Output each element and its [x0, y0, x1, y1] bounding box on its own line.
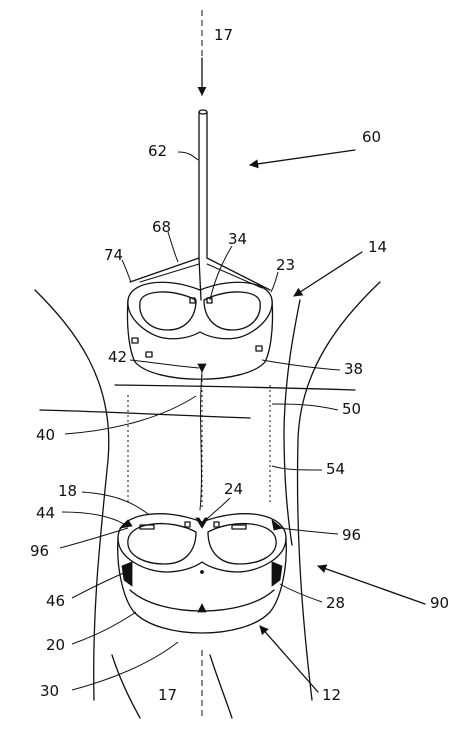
vessel-walls: [34, 281, 381, 719]
label-42: 42: [108, 348, 127, 366]
leader-96-left: [59, 527, 129, 549]
leader-20: [71, 611, 137, 645]
leader-90: [317, 564, 426, 605]
upper-tab-2: [145, 351, 153, 358]
label-14: 14: [368, 238, 387, 256]
lower-arrowhead: [197, 603, 207, 613]
lower-tab-1: [184, 521, 191, 528]
label-60: 60: [362, 128, 381, 146]
label-38: 38: [344, 360, 363, 378]
upper-tab-3: [255, 345, 263, 352]
lower-tab-2: [213, 521, 220, 528]
lower-lobe-right: [207, 522, 277, 565]
leader-96-right: [279, 527, 339, 535]
lower-clip-left: [121, 561, 133, 587]
lower-v-notch: [195, 517, 209, 529]
leader-24: [205, 497, 231, 521]
label-62: 62: [148, 142, 167, 160]
strut-center: [198, 257, 202, 301]
rod-62: [198, 109, 208, 259]
leader-23: [270, 271, 279, 293]
label-17-top: 17: [214, 26, 233, 44]
leader-40: [64, 395, 197, 435]
label-54: 54: [326, 460, 345, 478]
label-74: 74: [104, 246, 123, 264]
leader-54: [271, 465, 323, 471]
lower-anchor-12: [117, 513, 287, 634]
label-96-right: 96: [342, 526, 361, 544]
upper-lobe-right: [203, 291, 261, 331]
label-17-bottom: 17: [158, 686, 177, 704]
leader-12: [259, 625, 319, 693]
reference-labels: 17 60 62 68 74 34 23 14 42 38 40 50 54 1…: [30, 26, 449, 704]
label-44: 44: [36, 504, 55, 522]
lower-slot-2: [231, 524, 247, 530]
label-46: 46: [46, 592, 65, 610]
lower-block-right: [271, 519, 283, 531]
upper-band-right: [264, 299, 274, 363]
upper-band-left: [126, 299, 136, 363]
label-24: 24: [224, 480, 243, 498]
connectors: [127, 371, 271, 511]
leader-42: [129, 359, 200, 369]
upper-tab-1: [131, 337, 139, 344]
vessel-wall-left: [34, 289, 110, 701]
lower-lobe-left: [127, 522, 197, 565]
label-20: 20: [46, 636, 65, 654]
leader-68: [167, 231, 179, 263]
leader-18: [81, 491, 149, 515]
vessel-lower-left: [111, 654, 141, 719]
leader-14: [293, 251, 363, 297]
lower-ring-top: [117, 513, 287, 573]
upper-tab-4: [189, 297, 196, 304]
leader-60: [249, 149, 356, 169]
leader-28: [279, 583, 323, 603]
horizontal-line-40: [39, 409, 251, 419]
leader-34: [209, 245, 233, 301]
strut-right: [206, 257, 271, 291]
lower-band-right: [269, 537, 287, 613]
label-90: 90: [430, 594, 449, 612]
lower-block-left: [118, 519, 133, 529]
leader-74: [121, 259, 132, 283]
leader-44: [61, 511, 125, 525]
label-28: 28: [326, 594, 345, 612]
label-18: 18: [58, 482, 77, 500]
tether-center: [199, 371, 203, 511]
leader-62: [177, 151, 199, 161]
label-34: 34: [228, 230, 247, 248]
upper-arrowhead: [197, 363, 207, 373]
vessel-wall-right-inner: [296, 281, 381, 701]
vessel-wall-right-outer: [283, 299, 301, 546]
leader-lines: [59, 149, 426, 693]
label-23: 23: [276, 256, 295, 274]
leader-38: [261, 359, 341, 371]
lower-center-dot: [200, 570, 204, 574]
lower-slot-1: [139, 524, 155, 530]
leader-50: [271, 403, 339, 411]
lower-clip-right: [271, 561, 283, 587]
rod-tip: [198, 109, 208, 115]
label-30: 30: [40, 682, 59, 700]
label-12: 12: [322, 686, 341, 704]
vessel-lower-mid: [209, 654, 233, 719]
strut-left: [129, 257, 200, 283]
upper-anchor-14: [126, 257, 274, 380]
label-50: 50: [342, 400, 361, 418]
strut-left-inner: [139, 263, 200, 283]
label-68: 68: [152, 218, 171, 236]
label-96-left: 96: [30, 542, 49, 560]
label-40: 40: [36, 426, 55, 444]
horizontal-line-42: [114, 384, 356, 391]
upper-ring-top: [127, 281, 273, 340]
leader-46: [71, 571, 127, 599]
lower-band-left: [117, 537, 135, 613]
upper-band-bottom: [134, 361, 266, 380]
upper-tab-5: [206, 297, 213, 304]
lower-band-bottom: [133, 611, 271, 634]
upper-lobe-left: [139, 291, 197, 331]
leader-30: [71, 641, 179, 691]
